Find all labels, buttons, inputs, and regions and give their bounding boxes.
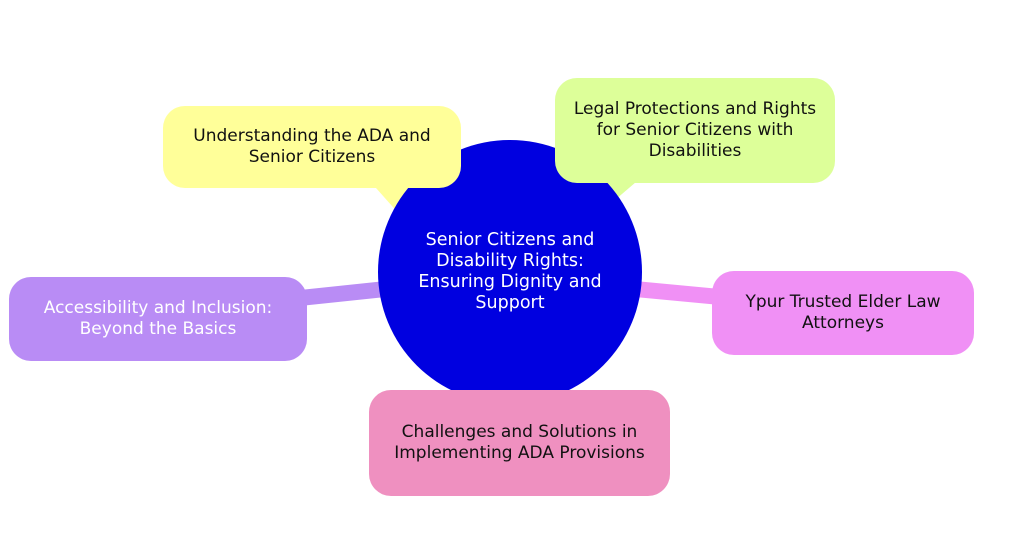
branch-legal-protections[interactable]: Legal Protections and Rights for Senior … bbox=[555, 78, 835, 183]
branch-label: Legal Protections and Rights for Senior … bbox=[573, 99, 817, 161]
branch-label: Challenges and Solutions in Implementing… bbox=[394, 422, 645, 463]
branch-label: Ypur Trusted Elder Law Attorneys bbox=[745, 292, 941, 333]
branch-understanding-ada[interactable]: Understanding the ADA and Senior Citizen… bbox=[163, 106, 461, 188]
branch-label: Accessibility and Inclusion: Beyond the … bbox=[43, 298, 273, 339]
branch-accessibility[interactable]: Accessibility and Inclusion: Beyond the … bbox=[9, 277, 307, 361]
connector-attorneys bbox=[635, 281, 720, 305]
branch-label: Understanding the ADA and Senior Citizen… bbox=[193, 126, 431, 167]
connector-accessibility bbox=[300, 281, 385, 306]
branch-attorneys[interactable]: Ypur Trusted Elder Law Attorneys bbox=[712, 271, 974, 355]
root-label: Senior Citizens and Disability Rights: E… bbox=[418, 230, 602, 313]
branch-challenges[interactable]: Challenges and Solutions in Implementing… bbox=[369, 390, 670, 496]
